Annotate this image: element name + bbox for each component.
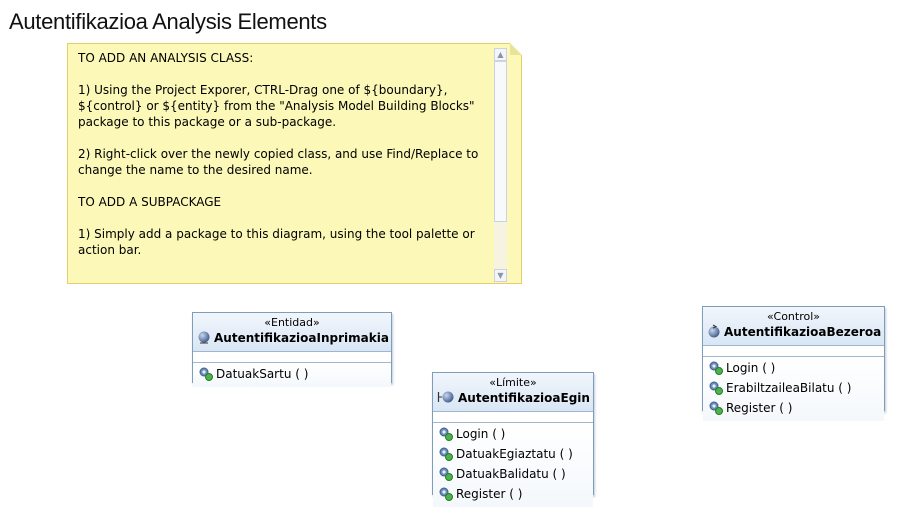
diagram-title: Autentifikazioa Analysis Elements bbox=[9, 9, 327, 34]
class-stereotype: «Entidad» bbox=[264, 316, 320, 329]
operation-icon bbox=[709, 401, 723, 420]
class-name-row: AutentifikazioaEgin bbox=[437, 390, 590, 408]
attributes-compartment bbox=[703, 346, 884, 357]
operation-item[interactable]: ErabiltzaileaBilatu ( ) bbox=[709, 380, 884, 400]
operation-icon bbox=[709, 361, 723, 380]
class-header: «Entidad» AutentifikazioaInprimakia bbox=[193, 313, 391, 352]
operations-compartment: DatuakSartu ( ) bbox=[193, 363, 391, 387]
operation-item[interactable]: Register ( ) bbox=[709, 400, 884, 420]
operation-icon bbox=[199, 367, 213, 386]
class-header: «Límite» AutentifikazioaEgin bbox=[433, 373, 593, 412]
class-autentifikazioa-egin[interactable]: «Límite» AutentifikazioaEgin Login ( ) D… bbox=[432, 372, 594, 507]
operation-label: DatuakEgiaztatu ( ) bbox=[456, 447, 573, 461]
operation-icon bbox=[439, 447, 453, 466]
attributes-compartment bbox=[433, 412, 593, 423]
scroll-thumb[interactable] bbox=[494, 61, 507, 222]
class-header: «Control» AutentifikazioaBezeroa bbox=[703, 307, 884, 346]
operation-item[interactable]: Register ( ) bbox=[439, 486, 593, 506]
class-name-row: AutentifikazioaBezeroa bbox=[707, 324, 882, 342]
operation-label: Register ( ) bbox=[456, 487, 523, 501]
scroll-down-icon[interactable]: ▼ bbox=[494, 269, 507, 282]
operations-compartment: Login ( ) DatuakEgiaztatu ( ) DatuakBali… bbox=[433, 423, 593, 507]
note[interactable]: TO ADD AN ANALYSIS CLASS: 1) Using the P… bbox=[67, 43, 522, 284]
class-autentifikazioa-inprimakia[interactable]: «Entidad» AutentifikazioaInprimakia Datu… bbox=[192, 312, 392, 387]
control-icon bbox=[707, 324, 721, 342]
attributes-compartment bbox=[193, 352, 391, 363]
operation-label: Login ( ) bbox=[726, 361, 776, 375]
operation-icon bbox=[439, 487, 453, 506]
operation-label: ErabiltzaileaBilatu ( ) bbox=[726, 381, 852, 395]
scroll-up-icon[interactable]: ▲ bbox=[494, 48, 507, 61]
operation-item[interactable]: DatuakBalidatu ( ) bbox=[439, 466, 593, 486]
operation-item[interactable]: DatuakEgiaztatu ( ) bbox=[439, 446, 593, 466]
class-name-row: AutentifikazioaInprimakia bbox=[197, 330, 389, 348]
operation-icon bbox=[439, 467, 453, 486]
note-fold-corner bbox=[510, 43, 522, 55]
class-stereotype: «Control» bbox=[766, 310, 821, 323]
operation-label: DatuakBalidatu ( ) bbox=[456, 467, 566, 481]
class-name: AutentifikazioaBezeroa bbox=[724, 325, 882, 339]
class-name: AutentifikazioaEgin bbox=[458, 391, 590, 405]
class-autentifikazioa-bezeroa[interactable]: «Control» AutentifikazioaBezeroa Login (… bbox=[702, 306, 885, 421]
operations-compartment: Login ( ) ErabiltzaileaBilatu ( ) Regist… bbox=[703, 357, 884, 421]
operation-item[interactable]: DatuakSartu ( ) bbox=[199, 366, 391, 386]
operation-icon bbox=[439, 427, 453, 446]
entity-icon bbox=[197, 330, 211, 348]
boundary-icon bbox=[437, 390, 455, 408]
operation-label: Register ( ) bbox=[726, 401, 793, 415]
operation-item[interactable]: Login ( ) bbox=[439, 426, 593, 446]
note-scrollbar[interactable]: ▲ ▼ bbox=[494, 48, 507, 282]
operation-label: DatuakSartu ( ) bbox=[216, 367, 309, 381]
class-stereotype: «Límite» bbox=[489, 376, 537, 389]
note-text: TO ADD AN ANALYSIS CLASS: 1) Using the P… bbox=[78, 51, 479, 257]
operation-item[interactable]: Login ( ) bbox=[709, 360, 884, 380]
operation-icon bbox=[709, 381, 723, 400]
operation-label: Login ( ) bbox=[456, 427, 506, 441]
class-name: AutentifikazioaInprimakia bbox=[214, 331, 389, 345]
